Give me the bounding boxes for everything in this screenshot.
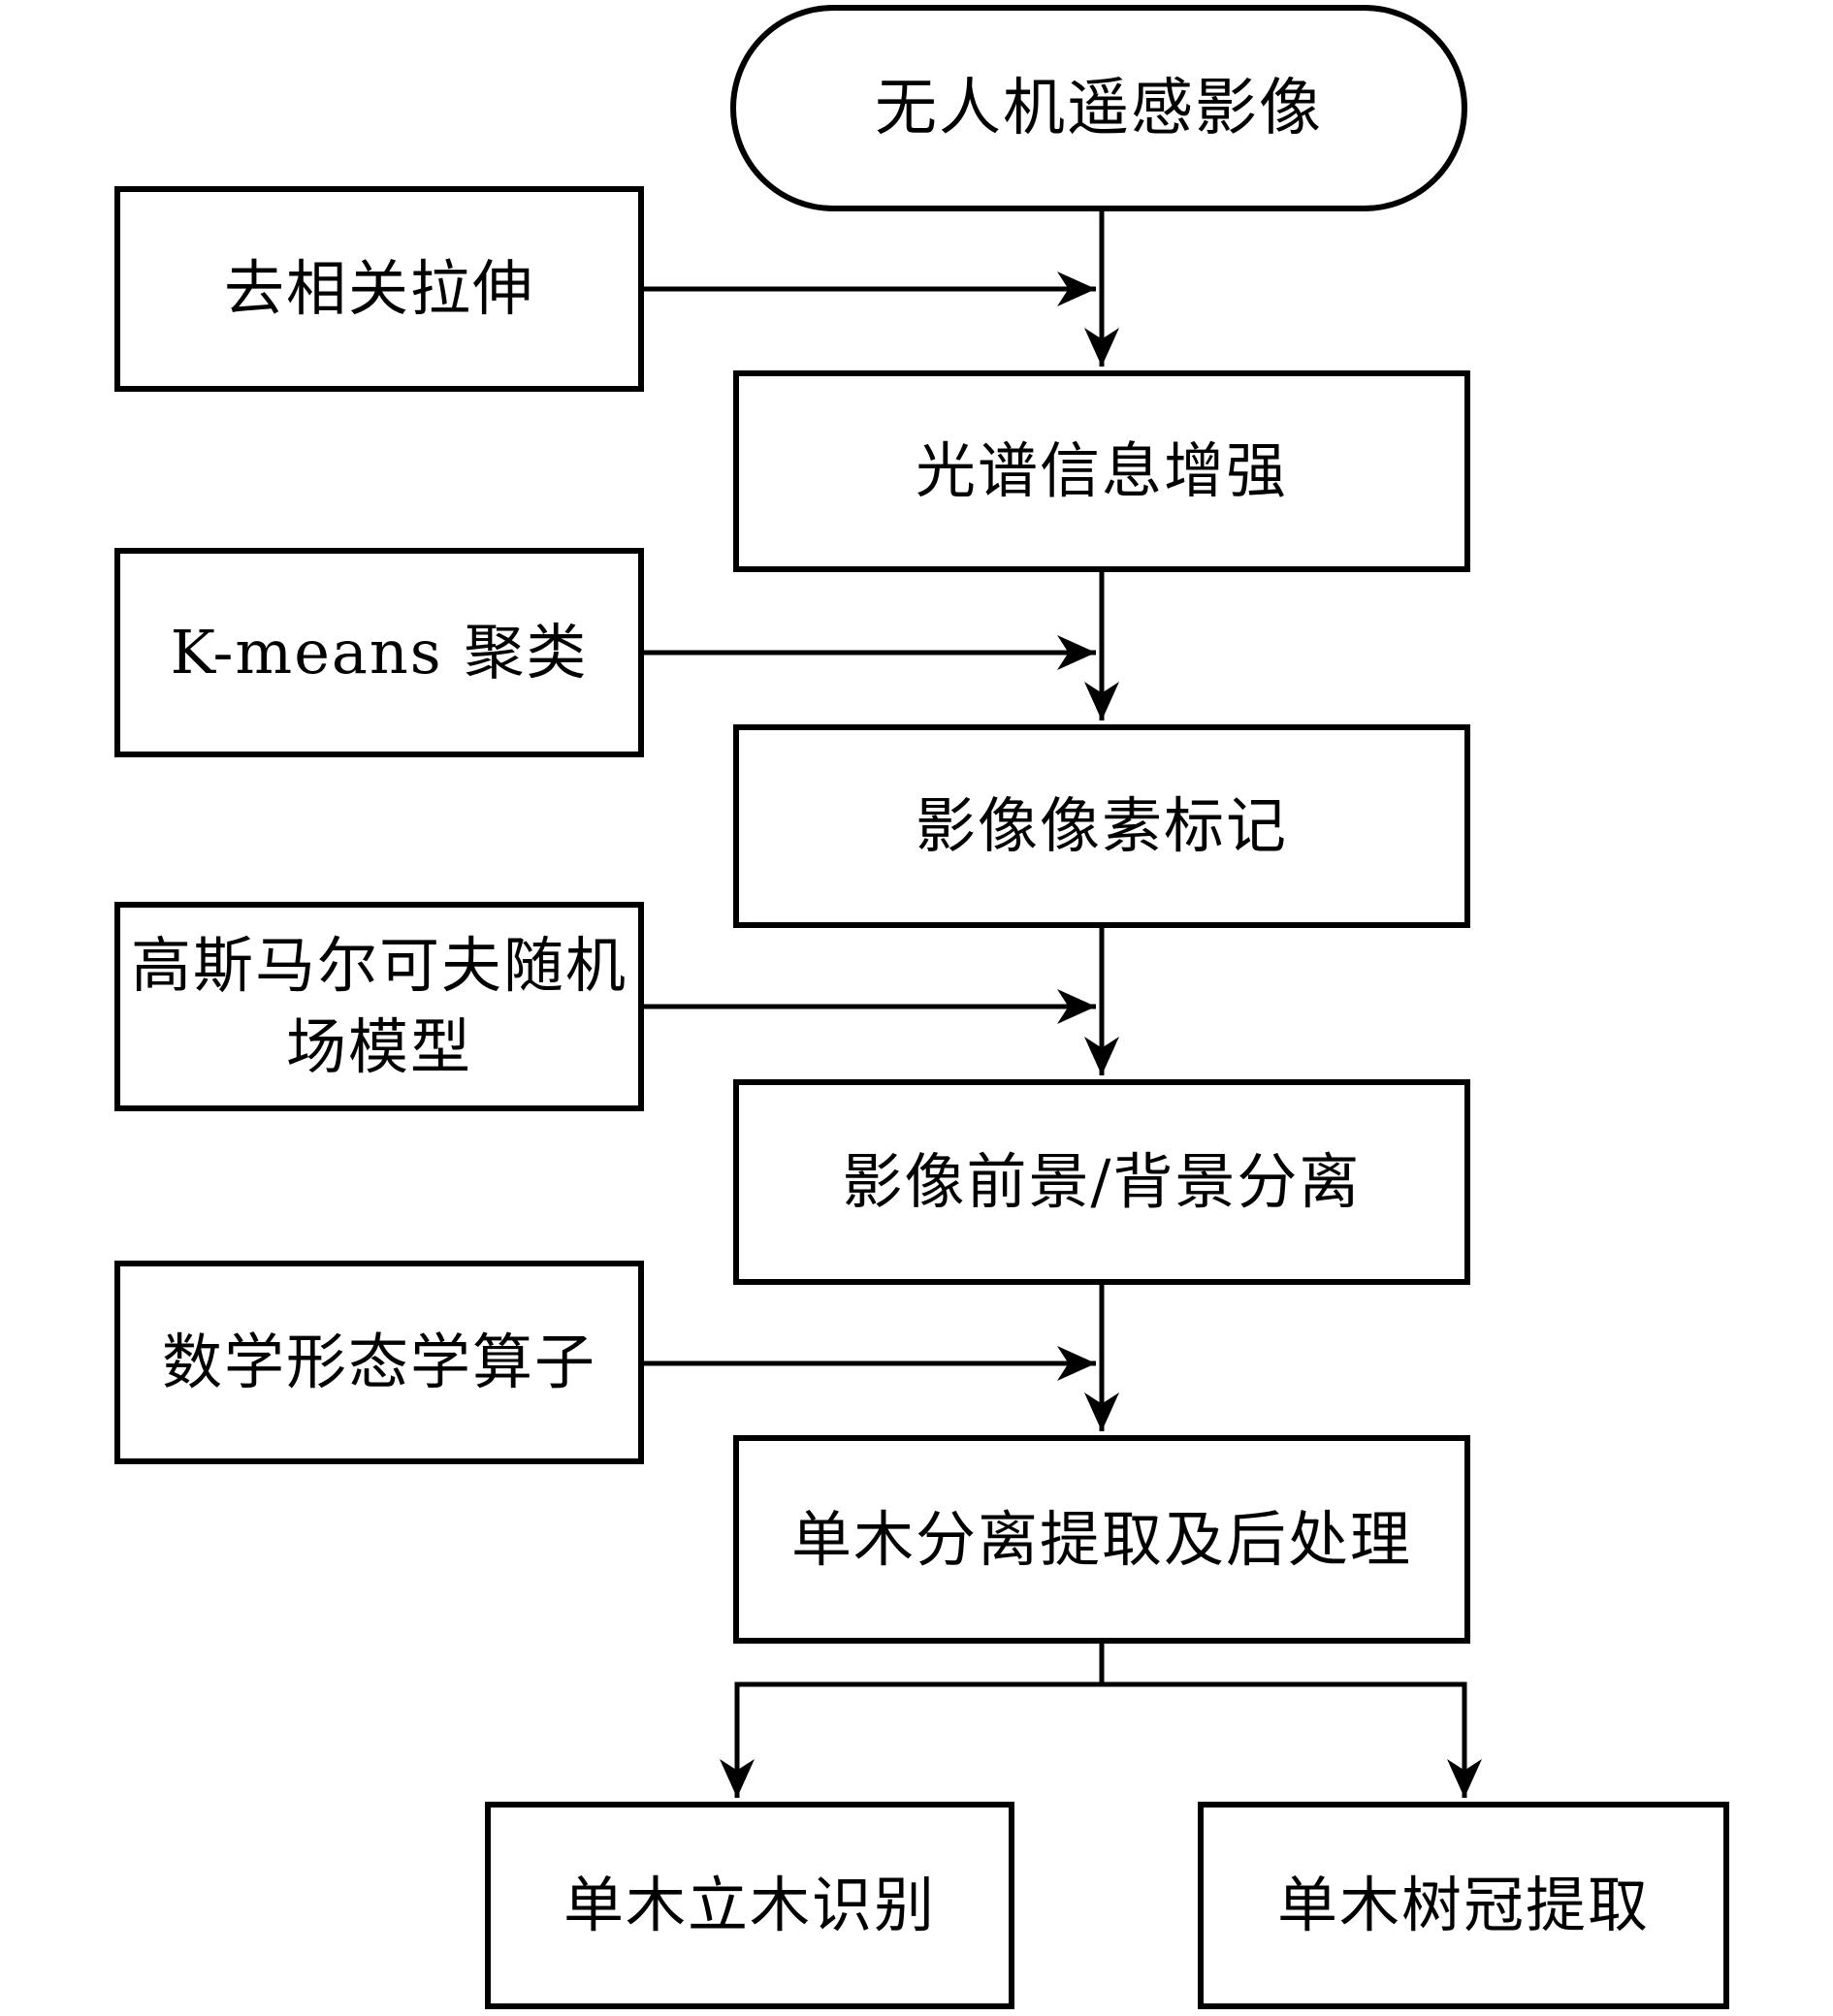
node-label-line2: 场模型: [285, 1011, 472, 1082]
node-standing-tree-recognition: 单木立木识别: [485, 1802, 1014, 2009]
node-kmeans-clustering: K-means 聚类: [114, 548, 644, 757]
node-uav-remote-sensing-image: 无人机遥感影像: [730, 5, 1467, 211]
node-label: 单木立木识别: [563, 1870, 936, 1940]
node-label: 影像像素标记: [915, 790, 1288, 861]
connector-treesep-split: [734, 1642, 1467, 1687]
node-mathematical-morphology-operator: 数学形态学算子: [114, 1261, 644, 1464]
node-label: 数学形态学算子: [161, 1327, 596, 1397]
node-label-line1: 高斯马尔可夫随机: [130, 930, 627, 1001]
node-spectral-enhancement: 光谱信息增强: [733, 370, 1470, 572]
node-gaussian-markov-random-field: 高斯马尔可夫随机 场模型: [114, 902, 644, 1111]
node-label: 单木分离提取及后处理: [790, 1503, 1412, 1575]
node-label: 光谱信息增强: [915, 435, 1288, 506]
node-decorrelation-stretch: 去相关拉伸: [114, 186, 644, 392]
node-pixel-labeling: 影像像素标记: [733, 724, 1470, 928]
node-label: K-means 聚类: [170, 617, 589, 688]
node-foreground-background-separation: 影像前景/背景分离: [733, 1079, 1470, 1285]
node-tree-separation-postprocessing: 单木分离提取及后处理: [733, 1435, 1470, 1644]
node-label: 影像前景/背景分离: [842, 1146, 1362, 1217]
node-tree-crown-extraction: 单木树冠提取: [1198, 1802, 1729, 2009]
node-label: 去相关拉伸: [223, 253, 534, 324]
node-label: 单木树冠提取: [1276, 1870, 1650, 1940]
node-label: 无人机遥感影像: [875, 72, 1323, 144]
